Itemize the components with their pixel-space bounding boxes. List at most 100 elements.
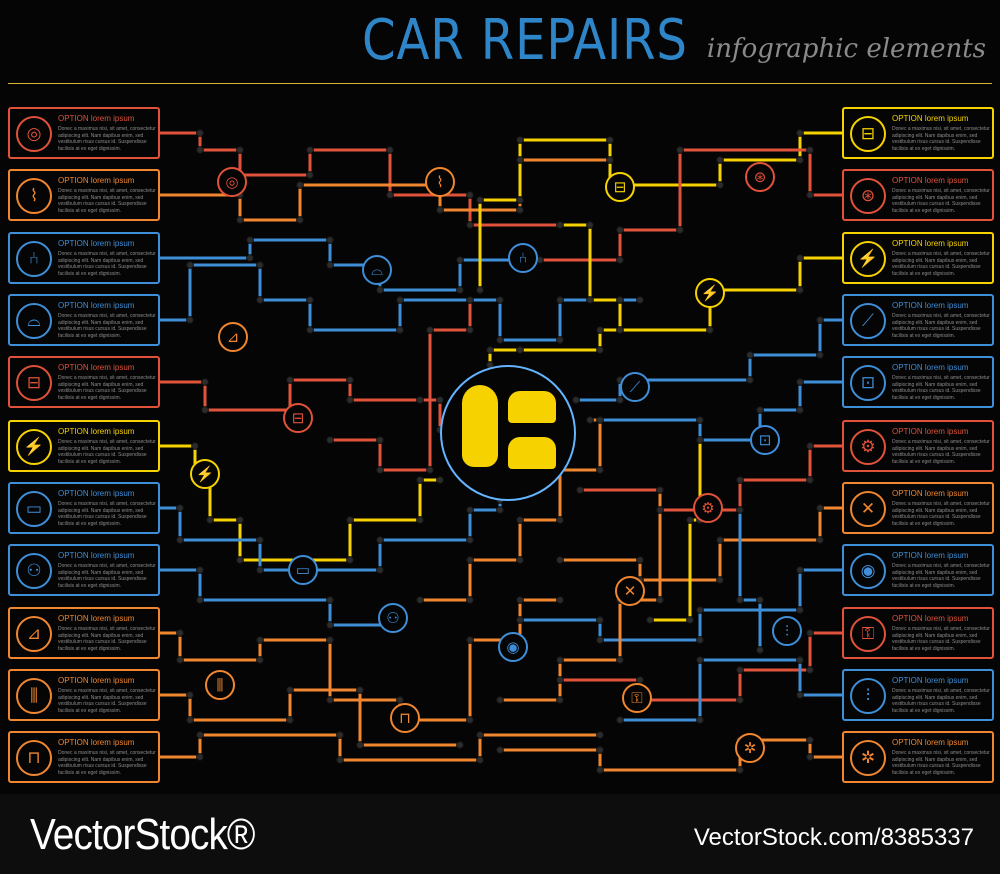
- junction-node: [196, 596, 204, 604]
- junction-node: [616, 326, 624, 334]
- junction-node: [286, 716, 294, 724]
- junction-node: [606, 136, 614, 144]
- junction-node: [576, 486, 584, 494]
- junction-node: [336, 756, 344, 764]
- shock-absorber-icon: ⫶: [772, 616, 802, 646]
- junction-node: [796, 378, 804, 386]
- junction-node: [516, 196, 524, 204]
- option-title: OPTION lorem ipsum: [58, 489, 135, 498]
- route-line: [738, 510, 762, 650]
- route-line: [160, 238, 530, 292]
- junction-node: [516, 616, 524, 624]
- shock-absorber-icon: ⫶: [850, 678, 886, 714]
- junction-node: [346, 556, 354, 564]
- car-front-icon: ⊟: [283, 403, 313, 433]
- junction-node: [596, 466, 604, 474]
- junction-node: [496, 336, 504, 344]
- junction-node: [306, 296, 314, 304]
- junction-node: [436, 396, 444, 404]
- junction-node: [816, 536, 824, 544]
- steering-wheel-icon: ⊛: [850, 178, 886, 214]
- option-title: OPTION lorem ipsum: [58, 301, 135, 310]
- option-title: OPTION lorem ipsum: [58, 738, 135, 747]
- junction-node: [516, 346, 524, 354]
- junction-node: [286, 686, 294, 694]
- junction-node: [616, 226, 624, 234]
- tire-icon: ◎: [16, 116, 52, 152]
- route-line: [500, 738, 842, 772]
- junction-node: [636, 296, 644, 304]
- junction-node: [556, 221, 564, 229]
- route-line: [650, 440, 702, 622]
- junction-node: [326, 596, 334, 604]
- exhaust-icon: ⌇: [16, 178, 52, 214]
- junction-node: [476, 286, 484, 294]
- option-body: Donec a maximus nisi, sit amet, consecte…: [892, 439, 990, 465]
- junction-node: [616, 296, 624, 304]
- junction-node: [256, 636, 264, 644]
- junction-node: [616, 396, 624, 404]
- car-hood-icon: ⌓: [16, 303, 52, 339]
- option-body: Donec a maximus nisi, sit amet, consecte…: [58, 626, 156, 652]
- junction-node: [796, 656, 804, 664]
- junction-node: [796, 606, 804, 614]
- option-title: OPTION lorem ipsum: [58, 114, 135, 123]
- alloy-wheel-icon: ✲: [735, 733, 765, 763]
- junction-node: [246, 254, 254, 262]
- junction-node: [806, 666, 814, 674]
- option-body: Donec a maximus nisi, sit amet, consecte…: [892, 188, 990, 214]
- title-divider: [8, 83, 992, 84]
- car-door-icon: ⊿: [218, 322, 248, 352]
- junction-node: [586, 296, 594, 304]
- route-line: [620, 131, 842, 187]
- junction-node: [476, 196, 484, 204]
- junction-node: [326, 236, 334, 244]
- option-title: OPTION lorem ipsum: [892, 551, 969, 560]
- junction-node: [356, 741, 364, 749]
- junction-node: [476, 756, 484, 764]
- tire-icon: ◎: [217, 167, 247, 197]
- junction-node: [236, 146, 244, 154]
- junction-node: [696, 606, 704, 614]
- junction-node: [756, 596, 764, 604]
- junction-node: [796, 129, 804, 137]
- junction-node: [556, 556, 564, 564]
- junction-node: [466, 556, 474, 564]
- junction-node: [196, 731, 204, 739]
- junction-node: [596, 416, 604, 424]
- junction-node: [336, 731, 344, 739]
- junction-node: [516, 556, 524, 564]
- car-seats-icon: ⑃: [16, 241, 52, 277]
- junction-node: [556, 596, 564, 604]
- junction-node: [736, 506, 744, 514]
- car-rear-view-icon: [508, 437, 556, 469]
- junction-node: [796, 406, 804, 414]
- junction-node: [236, 556, 244, 564]
- junction-node: [496, 296, 504, 304]
- junction-node: [376, 466, 384, 474]
- junction-node: [386, 191, 394, 199]
- junction-node: [456, 256, 464, 264]
- junction-node: [556, 336, 564, 344]
- junction-node: [346, 376, 354, 384]
- option-title: OPTION lorem ipsum: [58, 614, 135, 623]
- junction-node: [436, 476, 444, 484]
- junction-node: [656, 506, 664, 514]
- airbag-icon: ⚇: [378, 603, 408, 633]
- option-title: OPTION lorem ipsum: [58, 363, 135, 372]
- junction-node: [556, 676, 564, 684]
- junction-node: [706, 326, 714, 334]
- option-body: Donec a maximus nisi, sit amet, consecte…: [58, 688, 156, 714]
- wiper-icon: ⟋: [620, 372, 650, 402]
- junction-node: [796, 286, 804, 294]
- option-title: OPTION lorem ipsum: [892, 738, 969, 747]
- junction-node: [556, 696, 564, 704]
- junction-node: [736, 666, 744, 674]
- junction-node: [556, 656, 564, 664]
- junction-node: [696, 716, 704, 724]
